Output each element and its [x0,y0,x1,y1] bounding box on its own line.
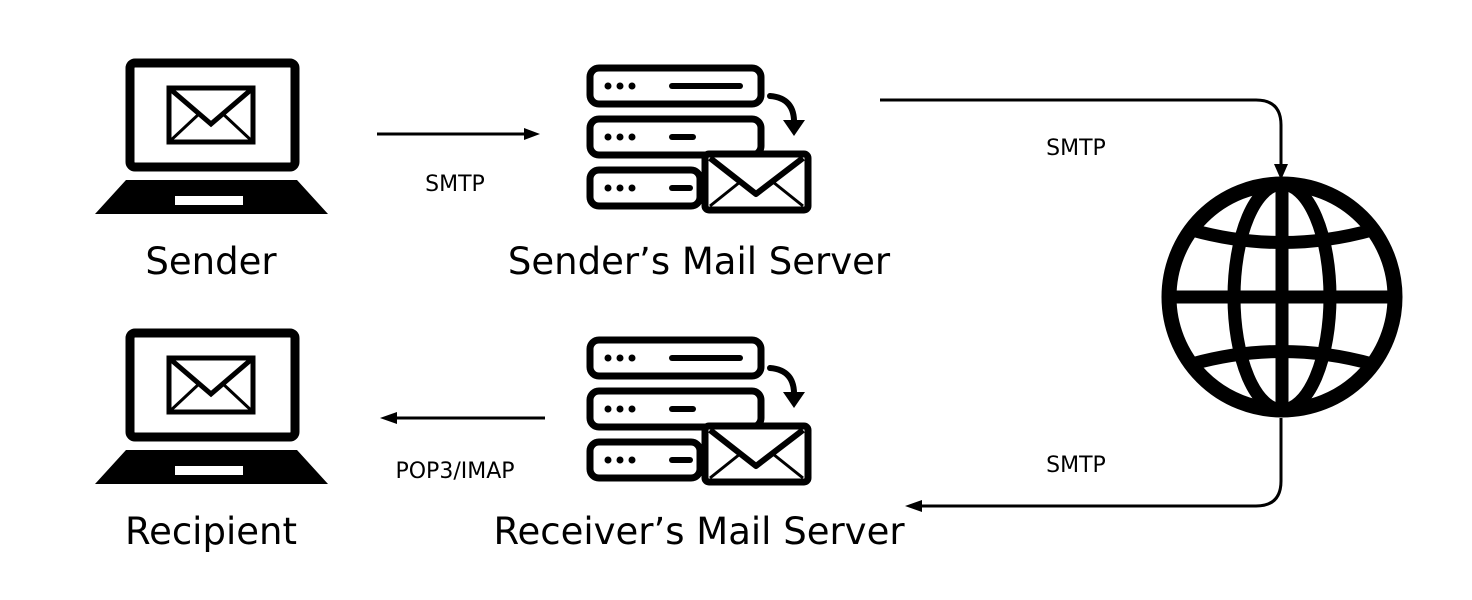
edge-internet-to-receiver-label: SMTP [1046,453,1106,478]
edge-receiver-to-recipient [380,412,545,424]
receiver-mail-server-icon [590,340,808,482]
sender-label: Sender [145,240,277,283]
sender-mail-server-label: Sender’s Mail Server [508,240,891,283]
recipient-laptop-icon [95,333,328,484]
recipient-label: Recipient [125,510,297,553]
receiver-mail-server-label: Receiver’s Mail Server [493,510,905,553]
sender-mail-server-icon [590,68,808,210]
sender-laptop-icon [95,63,328,214]
edge-server-to-internet-label: SMTP [1046,136,1106,161]
edge-sender-to-server [377,128,540,140]
edge-server-to-internet [880,98,1288,180]
edge-sender-to-server-label: SMTP [425,172,485,197]
edge-receiver-to-recipient-label: POP3/IMAP [395,459,514,484]
globe-icon [1161,176,1403,418]
edge-internet-to-receiver [905,418,1283,512]
